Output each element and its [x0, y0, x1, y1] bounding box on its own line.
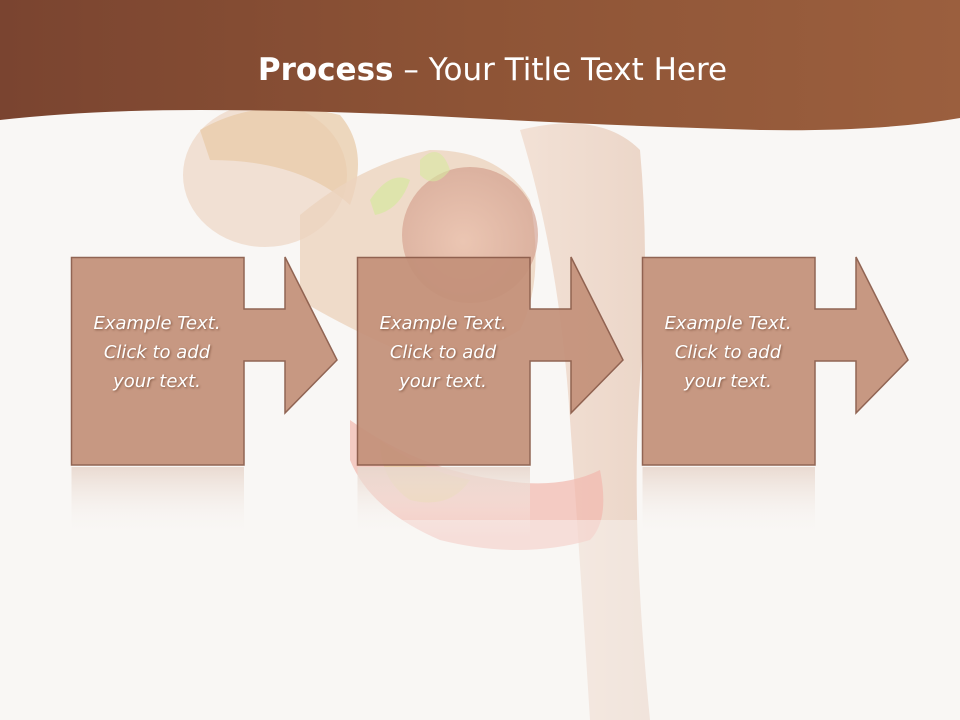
header-band: [0, 0, 960, 131]
step-text[interactable]: Example Text. Click to add your text.: [357, 309, 529, 396]
step-shape: [70, 256, 338, 537]
title-rest: – Your Title Text Here: [393, 52, 728, 88]
title-bold: Process: [257, 52, 394, 88]
step-line-3: your text.: [684, 371, 772, 392]
step-line-3: your text.: [113, 371, 201, 392]
slide-title[interactable]: Process – Your Title Text Here: [0, 52, 960, 88]
step-shape: [356, 256, 624, 537]
step-line-2: Click to add: [103, 342, 211, 363]
step-line-1: Example Text.: [379, 313, 507, 334]
step-line-1: Example Text.: [664, 313, 792, 334]
step-line-2: Click to add: [674, 342, 782, 363]
step-line-1: Example Text.: [93, 313, 221, 334]
step-line-2: Click to add: [389, 342, 497, 363]
step-text[interactable]: Example Text. Click to add your text.: [71, 309, 243, 396]
step-shape: [641, 256, 909, 537]
step-text[interactable]: Example Text. Click to add your text.: [642, 309, 814, 396]
step-line-3: your text.: [399, 371, 487, 392]
